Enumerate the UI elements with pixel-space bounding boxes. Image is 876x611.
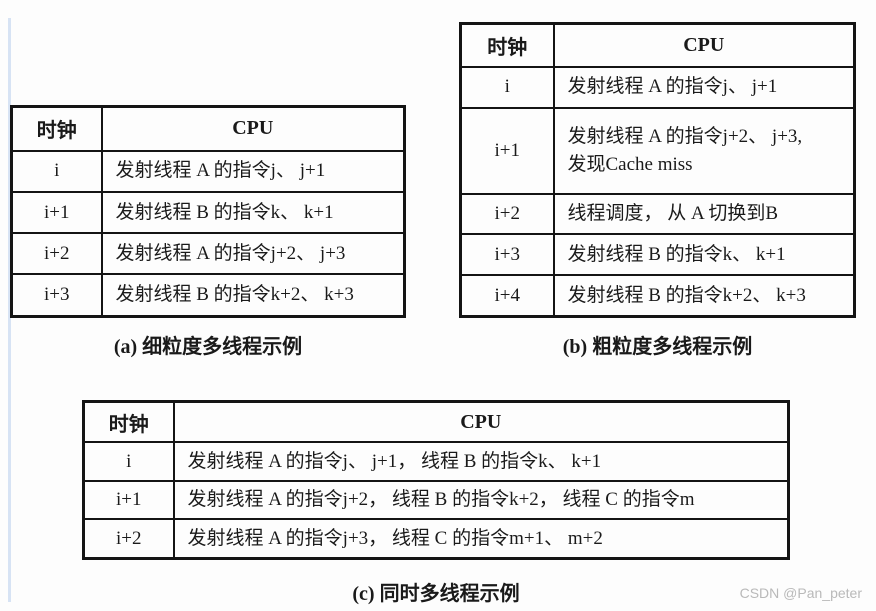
clock-cell: i+2	[82, 518, 175, 560]
cpu-cell: 线程调度， 从 A 切换到B	[552, 192, 856, 236]
cpu-cell: 发射线程 A 的指令j+2， 线程 B 的指令k+2， 线程 C 的指令m	[172, 479, 790, 521]
watermark: CSDN @Pan_peter	[739, 585, 862, 601]
table: 时钟 CPU i 发射线程 A 的指令j、 j+1， 线程 B 的指令k、 k+…	[82, 400, 790, 560]
table-row: i+2 发射线程 A 的指令j+3， 线程 C 的指令m+1、 m+2	[82, 518, 790, 560]
cpu-cell: 发射线程 A 的指令j+2、 j+3, 发现Cache miss	[552, 106, 856, 195]
table-header-row: 时钟 CPU	[10, 105, 406, 152]
caption-coarse-grained: (b) 粗粒度多线程示例	[562, 336, 753, 358]
caption-fine-grained: (a) 细粒度多线程示例	[113, 336, 303, 358]
col-header-clock: 时钟	[459, 22, 555, 68]
clock-cell: i+1	[82, 479, 175, 521]
cpu-cell: 发射线程 A 的指令j、 j+1， 线程 B 的指令k、 k+1	[172, 441, 790, 482]
table: 时钟 CPU i 发射线程 A 的指令j、 j+1 i+1 发射线程 B 的指令…	[10, 105, 406, 318]
cpu-cell: 发射线程 A 的指令j、 j+1	[100, 149, 406, 193]
table-row: i+3 发射线程 B 的指令k、 k+1	[459, 233, 856, 277]
cpu-cell: 发射线程 B 的指令k+2、 k+3	[552, 274, 856, 318]
clock-cell: i	[82, 441, 175, 482]
clock-cell: i+3	[459, 233, 555, 277]
col-header-cpu: CPU	[100, 105, 406, 152]
cpu-cell: 发射线程 A 的指令j+2、 j+3	[100, 232, 406, 276]
table-fine-grained-multithreading: 时钟 CPU i 发射线程 A 的指令j、 j+1 i+1 发射线程 B 的指令…	[10, 105, 406, 318]
table-row: i 发射线程 A 的指令j、 j+1	[459, 65, 856, 109]
table-row: i+2 线程调度， 从 A 切换到B	[459, 192, 856, 236]
table-row: i+1 发射线程 A 的指令j+2， 线程 B 的指令k+2， 线程 C 的指令…	[82, 479, 790, 521]
cpu-cell: 发射线程 A 的指令j、 j+1	[552, 65, 856, 109]
clock-cell: i+2	[459, 192, 555, 236]
col-header-cpu: CPU	[552, 22, 856, 68]
cpu-cell: 发射线程 B 的指令k、 k+1	[552, 233, 856, 277]
clock-cell: i+3	[10, 273, 103, 318]
clock-cell: i+1	[459, 106, 555, 195]
clock-cell: i	[10, 149, 103, 193]
table-row: i+1 发射线程 B 的指令k、 k+1	[10, 190, 406, 235]
table-simultaneous-multithreading: 时钟 CPU i 发射线程 A 的指令j、 j+1， 线程 B 的指令k、 k+…	[82, 400, 790, 560]
clock-cell: i+1	[10, 190, 103, 235]
col-header-clock: 时钟	[82, 400, 175, 444]
clock-cell: i+4	[459, 274, 555, 318]
table-row: i 发射线程 A 的指令j、 j+1， 线程 B 的指令k、 k+1	[82, 441, 790, 482]
caption-simultaneous: (c) 同时多线程示例	[352, 583, 520, 605]
table-coarse-grained-multithreading: 时钟 CPU i 发射线程 A 的指令j、 j+1 i+1 发射线程 A 的指令…	[459, 22, 856, 318]
left-edge-accent-line	[8, 18, 11, 602]
table-row: i 发射线程 A 的指令j、 j+1	[10, 149, 406, 193]
cpu-cell: 发射线程 A 的指令j+3， 线程 C 的指令m+1、 m+2	[172, 518, 790, 560]
table-header-row: 时钟 CPU	[82, 400, 790, 444]
table: 时钟 CPU i 发射线程 A 的指令j、 j+1 i+1 发射线程 A 的指令…	[459, 22, 856, 318]
col-header-cpu: CPU	[172, 400, 790, 444]
col-header-clock: 时钟	[10, 105, 103, 152]
table-row: i+1 发射线程 A 的指令j+2、 j+3, 发现Cache miss	[459, 106, 856, 195]
table-row: i+2 发射线程 A 的指令j+2、 j+3	[10, 232, 406, 276]
table-header-row: 时钟 CPU	[459, 22, 856, 68]
cpu-cell: 发射线程 B 的指令k、 k+1	[100, 190, 406, 235]
cpu-cell: 发射线程 B 的指令k+2、 k+3	[100, 273, 406, 318]
table-row: i+3 发射线程 B 的指令k+2、 k+3	[10, 273, 406, 318]
clock-cell: i	[459, 65, 555, 109]
table-row: i+4 发射线程 B 的指令k+2、 k+3	[459, 274, 856, 318]
clock-cell: i+2	[10, 232, 103, 276]
